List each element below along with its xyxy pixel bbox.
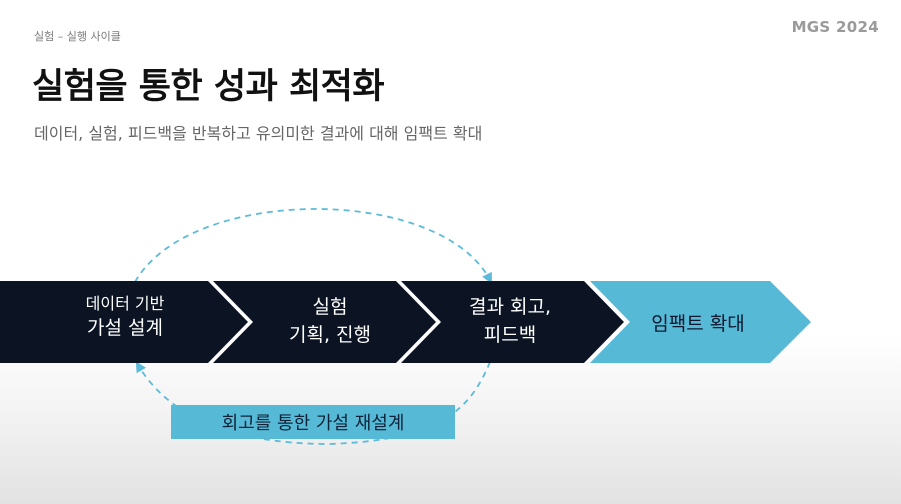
brand-label: MGS 2024 [791, 18, 879, 36]
step-1-line1: 데이터 기반 [85, 294, 165, 313]
step-3-line1: 결과 회고, [469, 296, 551, 318]
step-chevron-3 [401, 281, 624, 363]
step-4-label: 임팩트 확대 [608, 311, 788, 339]
step-chevron-2 [213, 281, 436, 363]
step-2-line1: 실험 [312, 296, 348, 318]
page-title: 실험을 통한 성과 최적화 [32, 67, 385, 107]
step-2-line2: 기획, 진행 [289, 323, 371, 346]
step-3-label: 결과 회고, 피드백 [430, 294, 590, 349]
step-2-label: 실험 기획, 진행 [245, 294, 415, 349]
step-1-line2: 가설 설계 [87, 317, 163, 340]
step-3-line2: 피드백 [483, 323, 537, 346]
step-1-label: 데이터 기반 가설 설계 [40, 292, 210, 343]
step-chevron-1 [0, 281, 248, 363]
page-subtitle: 데이터, 실험, 피드백을 반복하고 유의미한 결과에 대해 임팩트 확대 [34, 124, 483, 143]
loop-arrow-top [134, 208, 493, 284]
step-4-line1: 임팩트 확대 [651, 313, 745, 335]
loop-arrow-bottom [135, 361, 491, 445]
loop-label: 회고를 통한 가설 재설계 [171, 405, 455, 439]
step-chevron-4 [590, 281, 811, 363]
breadcrumb: 실험 – 실행 사이클 [34, 30, 121, 43]
